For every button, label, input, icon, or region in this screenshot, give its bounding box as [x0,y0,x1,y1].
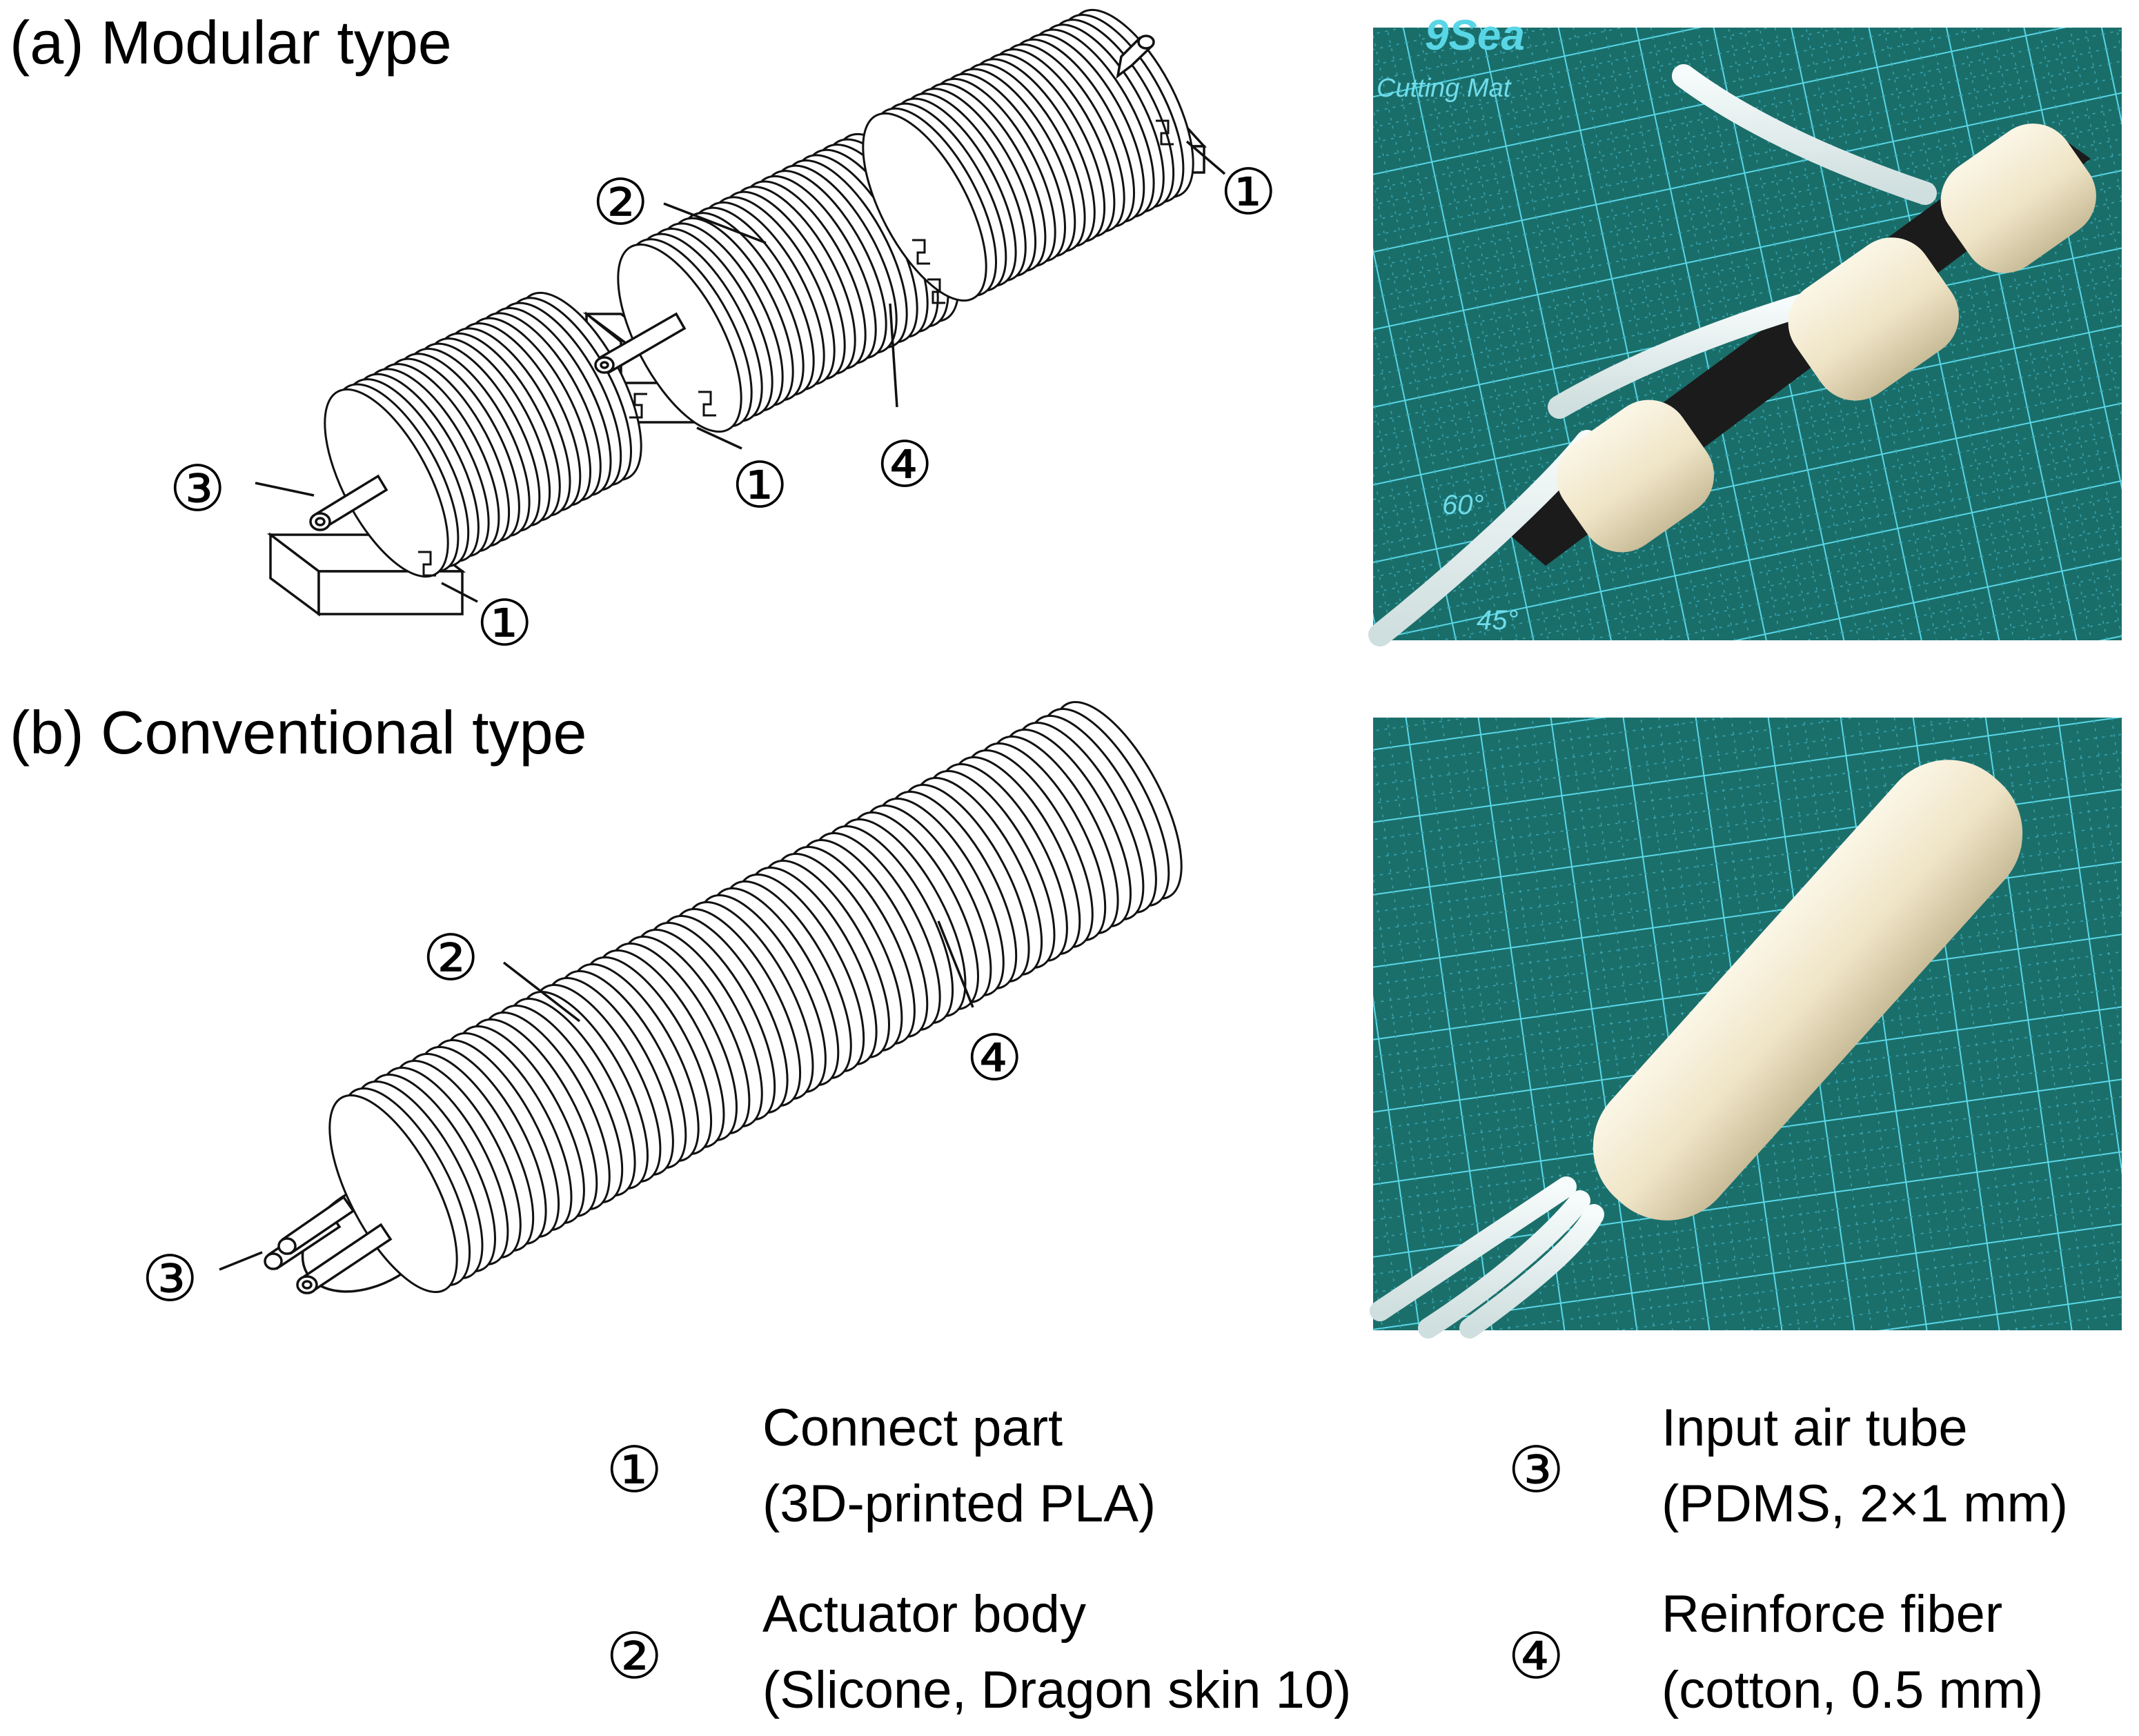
callout-4-b: ④ [966,1023,1023,1094]
mat-name-text: Cutting Mat [1377,74,1512,103]
legend-item-1: ① Connect part (3D-printed PLA) [606,1399,1156,1533]
callout-3-b: ③ [141,1244,198,1314]
tube-photo-2 [1548,292,1820,419]
callout-lines-b [219,920,974,1271]
silicone-segment-photo-2 [1788,237,1959,401]
input-air-tubes-b [264,1195,393,1294]
callout-1-a-right: ① [1220,157,1276,228]
photo-conventional-actuator [1370,718,2122,1339]
legend-item-4: ④ Reinforce fiber (cotton, 0.5 mm) [1508,1585,2043,1719]
callout-lines-a [255,140,1226,603]
legend-marker-2: ② [606,1621,662,1692]
legend-item-3: ③ Input air tube (PDMS, 2×1 mm) [1508,1399,2068,1533]
legend-marker-3: ③ [1508,1435,1564,1506]
inner-tube-a-mid [594,312,687,375]
callout-4-a: ④ [876,430,933,500]
legend: ① Connect part (3D-printed PLA) ② Actuat… [606,1399,2068,1719]
legend-line2-2: (Slicone, Dragon skin 10) [762,1661,1351,1719]
legend-line1-4: Reinforce fiber [1662,1585,2002,1644]
lock-tabs [418,119,1174,577]
legend-line1-2: Actuator body [762,1585,1086,1644]
actuator-body-segment-3 [862,8,1194,302]
legend-line1-3: Input air tube [1662,1399,1968,1457]
modular-actuator-drawing [266,8,1207,617]
mat-angle-60: 60° [1442,490,1484,520]
panel-a-title: (a) Modular type [10,8,452,77]
tube-photo-b-2 [1418,1190,1590,1339]
rib-ring [617,243,742,433]
actuator-body-conventional [328,700,1183,1294]
rib-ring [862,112,987,302]
photo-modular-actuator: 9Sea Cutting Mat 60° 45° [1368,12,2122,647]
conventional-actuator-drawing [264,700,1183,1294]
tube-photo-3 [1672,64,1937,205]
callout-1-a-middle: ① [731,451,788,521]
mat-brand-text: 9Sea [1425,12,1525,59]
tube-photo-b-3 [1459,1204,1604,1339]
actuator-body-segment-1 [324,291,642,578]
legend-line1-1: Connect part [762,1399,1063,1457]
legend-line2-3: (PDMS, 2×1 mm) [1662,1474,2068,1533]
rib-ring [328,1094,458,1294]
callout-3-a: ③ [169,454,226,524]
callout-2-a: ② [592,168,649,238]
callout-2-b: ② [422,923,479,994]
silicone-body-photo-b [1593,760,2023,1221]
input-air-tube-a [309,474,388,531]
outlet-tube-a-right [1116,34,1155,79]
tube-photo-b-1 [1370,1176,1577,1321]
panel-b-title: (b) Conventional type [10,698,586,767]
silicone-segment-photo-1 [1556,400,1715,553]
legend-marker-4: ④ [1508,1621,1564,1692]
callout-1-a-left: ① [476,589,533,659]
mat-angle-45: 45° [1477,605,1519,635]
legend-line2-1: (3D-printed PLA) [762,1474,1156,1533]
legend-marker-1: ① [606,1435,662,1506]
legend-line2-4: (cotton, 0.5 mm) [1662,1661,2043,1719]
legend-item-2: ② Actuator body (Slicone, Dragon skin 10… [606,1585,1351,1719]
silicone-segment-photo-3 [1940,124,2096,273]
